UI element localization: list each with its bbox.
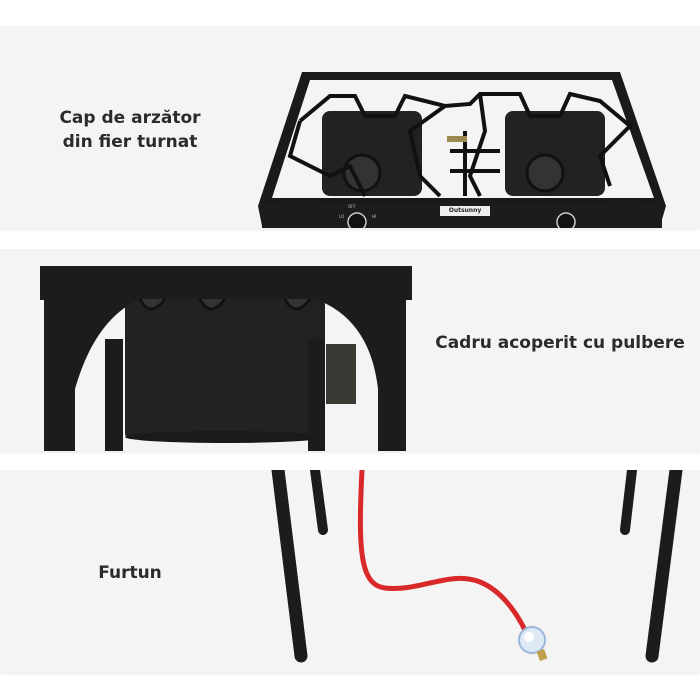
caption-frame: Cadru acoperit cu pulbere: [435, 333, 685, 353]
caption-hose: Furtun: [98, 563, 162, 583]
red-hose: [357, 470, 528, 632]
caption-line-2: din fier turnat: [62, 132, 198, 152]
knob-label-hi: HI: [372, 214, 377, 219]
knob-label-off: OFF: [348, 204, 356, 209]
hose-legs-image: [271, 470, 683, 663]
panel-powder-coated-frame: Cadru acoperit cu pulbere: [0, 249, 700, 451]
caption-burner-head: Cap de arzător din fier turnat: [50, 106, 210, 154]
frame-side-image: [40, 266, 412, 451]
panel-burner-head: Cap de arzător din fier turnat Outsunny …: [0, 26, 700, 228]
panel-hose: Furtun: [0, 470, 700, 672]
caption-line-1: Cap de arzător: [59, 108, 201, 128]
knob-label-lo: LO: [339, 214, 345, 219]
brand-logo: Outsunny: [448, 207, 482, 214]
stove-top-image: [258, 72, 666, 228]
